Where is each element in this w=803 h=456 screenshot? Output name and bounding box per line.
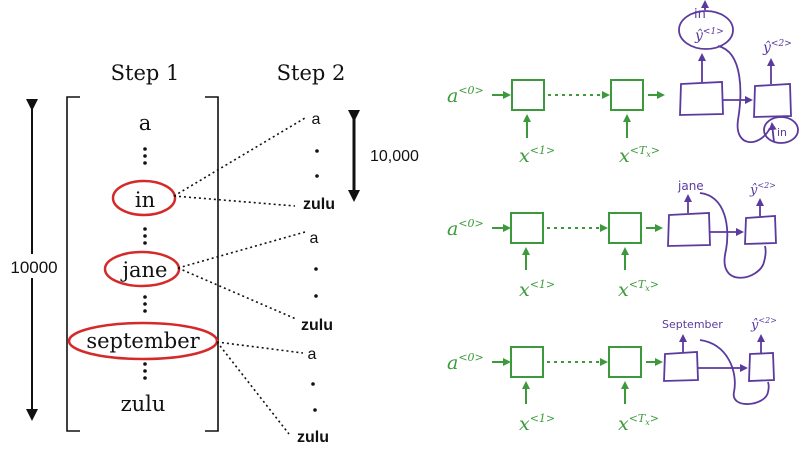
- vocab-word-in: in: [135, 188, 155, 212]
- vocab-word-jane: jane: [120, 258, 168, 282]
- a0-label-row1: a<0>: [447, 84, 484, 107]
- a0-label-row3: a<0>: [447, 351, 484, 374]
- step2-group1-top: a: [312, 111, 321, 128]
- decoder-cell1-row2: [667, 212, 711, 247]
- fed-back-word-row1: in: [777, 126, 787, 139]
- y2-label-row2: ŷ<2>: [749, 181, 776, 198]
- chosen-word-row2: jane: [677, 179, 704, 193]
- decoder-row-1: [678, 0, 799, 144]
- decoder-cell2-row3: [748, 352, 775, 382]
- x1-label-row1: x<1>: [519, 144, 555, 167]
- rnn-row-1: a<0> x<1> x<Tx>: [447, 79, 665, 167]
- step1-title: Step 1: [111, 61, 180, 85]
- vocab-size-label: 10000: [10, 258, 57, 277]
- y2-label-row1: ŷ<2>: [762, 39, 792, 56]
- rnn-cell-last-row2: [608, 212, 642, 244]
- decoder-row-3: [663, 334, 775, 405]
- decoder-cell1-row1: [679, 81, 724, 116]
- rnn-cell-first-row1: [511, 79, 545, 111]
- step2-size-label: 10,000: [370, 148, 419, 165]
- y1-label-row1: ŷ<1>: [694, 27, 724, 44]
- step2-group2-dots: [314, 267, 318, 298]
- dotted-connectors: [173, 117, 306, 435]
- x1-label-row2: x<1>: [519, 278, 555, 301]
- a0-label-row2: a<0>: [447, 217, 484, 240]
- rnn-row-3: a<0> x<1> x<Tx>: [447, 346, 663, 435]
- step2-group1-bottom: zulu: [303, 196, 335, 213]
- xTx-label-row2: x<Tx>: [618, 278, 659, 301]
- rnn-row-2: a<0> x<1> x<Tx>: [447, 212, 663, 301]
- fed-back-circle-row1: [763, 116, 799, 144]
- vocab-word-zulu: zulu: [121, 392, 166, 416]
- rnn-cell-first-row3: [510, 346, 544, 378]
- vocab-label-bg: [0, 254, 68, 278]
- y2-label-row3: ŷ<2>: [750, 316, 777, 333]
- step2-group3-bottom: zulu: [297, 429, 329, 446]
- rnn-cell-last-row1: [610, 79, 644, 111]
- decoder-cell2-row1: [753, 83, 792, 118]
- vocab-ellipsis-dots: [143, 147, 147, 380]
- chosen-word-row3: September: [662, 318, 723, 331]
- rnn-cell-first-row2: [510, 212, 544, 244]
- step2-group3-top: a: [308, 346, 317, 363]
- step2-title: Step 2: [277, 61, 346, 85]
- xTx-label-row3: x<Tx>: [618, 412, 659, 435]
- right-bracket: [205, 96, 219, 432]
- highlight-september: [67, 321, 219, 361]
- x1-label-row3: x<1>: [519, 412, 555, 435]
- output-circle-row1: [678, 10, 734, 50]
- step2-group2-bottom: zulu: [301, 317, 333, 334]
- vocab-word-a: a: [139, 111, 152, 135]
- highlight-in: [111, 179, 177, 217]
- rnn-cell-last-row3: [608, 346, 642, 378]
- step2-group1-dots: [315, 149, 319, 178]
- step2-group2-top: a: [310, 230, 319, 247]
- left-bracket: [66, 96, 80, 432]
- decoder-cell1-row3: [663, 351, 699, 382]
- decoder-cell2-row2: [744, 215, 777, 245]
- chosen-word-row1: in: [694, 7, 706, 22]
- step2-group3-dots: [311, 382, 317, 412]
- xTx-label-row1: x<Tx>: [619, 144, 660, 167]
- vocab-word-september: september: [86, 329, 200, 353]
- decoder-row-2: [667, 192, 777, 279]
